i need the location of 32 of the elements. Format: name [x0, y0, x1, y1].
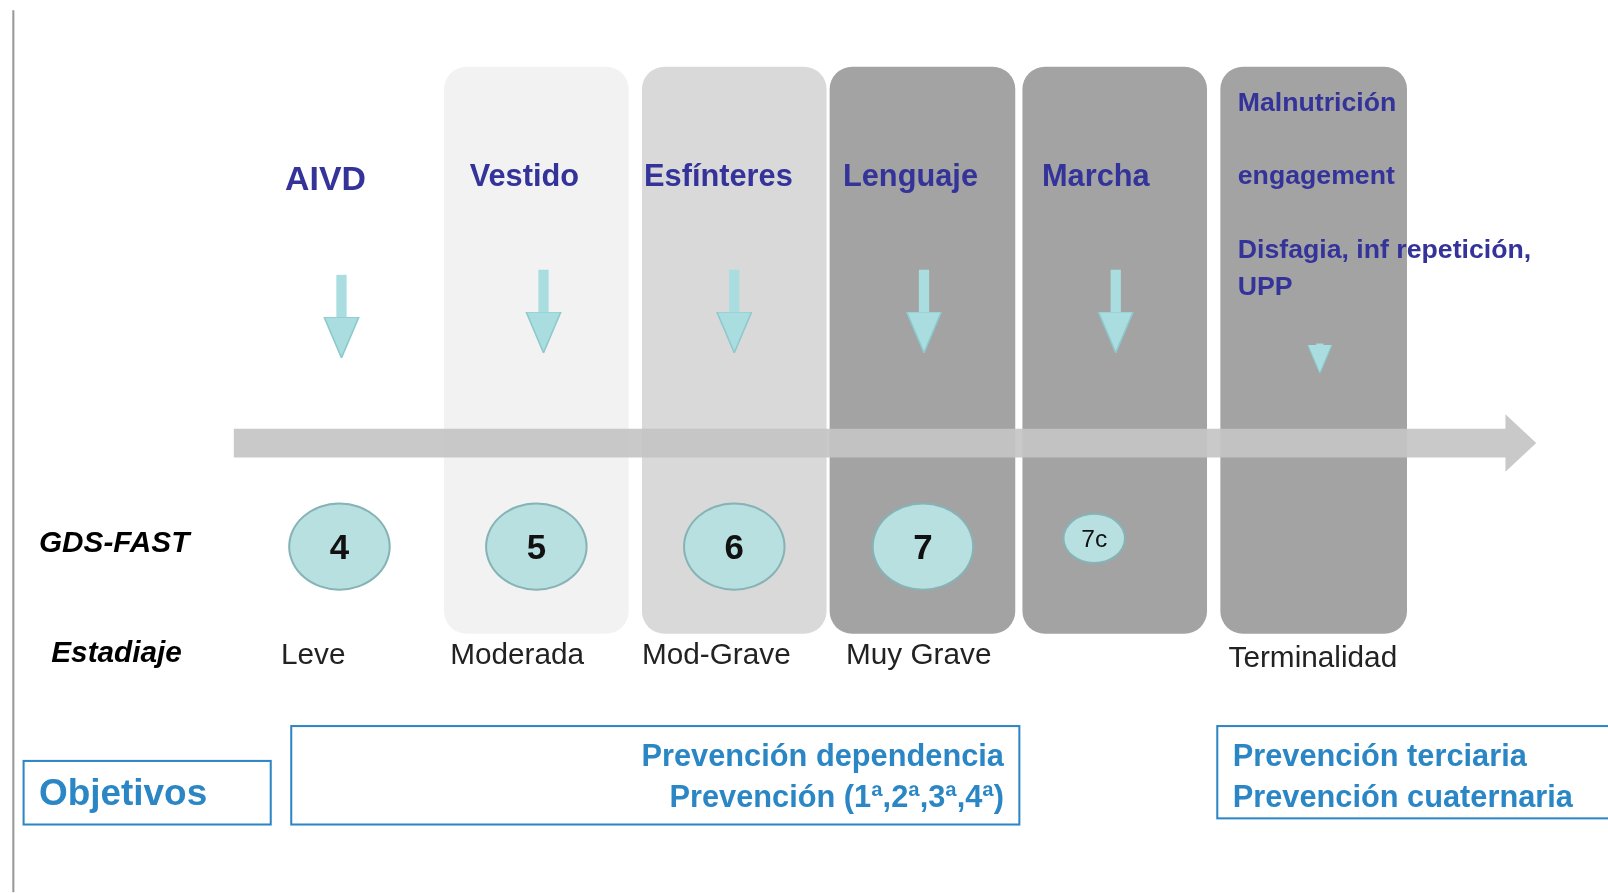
stage-number-ellipse: 4 — [288, 502, 391, 591]
stage-heading: Esfínteres — [644, 157, 793, 193]
row-label: GDS-FAST — [38, 525, 190, 559]
stage-number-ellipse: 6 — [683, 502, 786, 591]
stage-name: Moderada — [450, 636, 585, 671]
objective-text: Prevención dependencia — [640, 737, 1004, 775]
stage-column — [641, 66, 827, 634]
stage-number-ellipse: 7 — [871, 502, 975, 591]
stage-heading: Marcha — [1041, 157, 1150, 193]
stage-name: Leve — [281, 636, 346, 671]
row-label: Estadiaje — [51, 635, 182, 670]
objective-box — [22, 759, 272, 826]
stage-heading: engagement — [1237, 158, 1395, 191]
objective-box — [1216, 725, 1608, 820]
stage-number-ellipse: 5 — [485, 502, 588, 591]
stage-heading: Malnutrición — [1237, 86, 1397, 118]
stage-column — [829, 66, 1016, 634]
stage-heading: AIVD — [285, 158, 366, 198]
stage-heading: Disfagia, inf repetición, UPP — [1237, 232, 1533, 304]
stage-column — [444, 66, 629, 634]
stage-name: Terminalidad — [1228, 639, 1398, 674]
stage-number-ellipse: 7c — [1062, 512, 1126, 565]
stage-heading: Lenguaje — [842, 157, 979, 193]
stage-name: Mod-Grave — [641, 636, 791, 671]
stage-name: Muy Grave — [846, 636, 992, 671]
objective-text: Prevención (1ª,2ª,3ª,4ª) — [668, 778, 1004, 816]
stage-column — [1022, 66, 1208, 634]
objective-text: Objetivos — [38, 770, 209, 816]
objective-box — [290, 725, 1021, 826]
stage-heading: Vestido — [469, 157, 580, 193]
objective-text: Prevención terciaria — [1232, 737, 1528, 775]
objective-text: Prevención cuaternaria — [1232, 778, 1574, 816]
